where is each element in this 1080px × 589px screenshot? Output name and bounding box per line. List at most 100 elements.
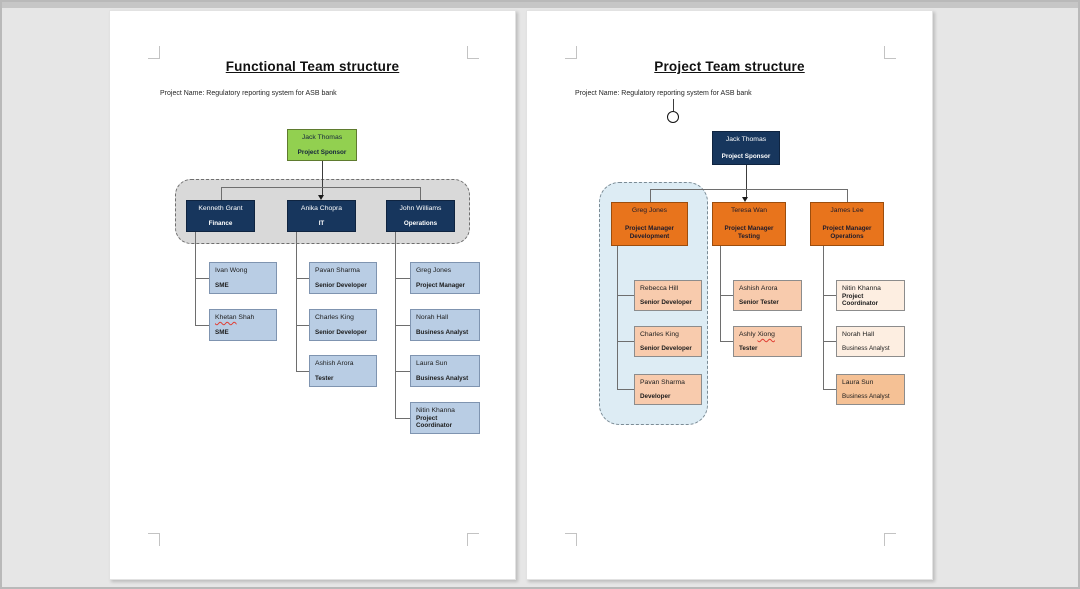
org-box-member[interactable]: Nitin Khanna Project Coordinator — [836, 280, 905, 311]
crop-mark-top-right — [467, 46, 479, 59]
person-name: Greg Jones — [416, 267, 452, 274]
org-box-manager[interactable]: Teresa Wan Project Manager Testing — [712, 202, 786, 246]
person-role: Operations — [403, 219, 438, 227]
connector-line — [221, 187, 222, 200]
person-name: Kenneth Grant — [198, 205, 243, 212]
person-name: James Lee — [830, 207, 864, 214]
person-role: Business Analyst — [842, 344, 890, 352]
crop-mark-top-right — [884, 46, 896, 59]
person-role: Senior Developer — [315, 328, 367, 336]
person-name: Khetan Shah — [215, 314, 255, 321]
project-name-line: Project Name: Regulatory reporting syste… — [160, 90, 337, 97]
person-name: Nitin Khanna — [416, 407, 455, 414]
crop-mark-bottom-right — [884, 533, 896, 546]
org-box-member[interactable]: Greg Jones Project Manager — [410, 262, 480, 294]
connector-line — [296, 232, 297, 371]
org-box-member[interactable]: Rebecca Hill Senior Developer — [634, 280, 702, 311]
person-role: Project Coordinator — [416, 414, 453, 430]
person-name: Ivan Wong — [215, 267, 248, 274]
crop-mark-bottom-left — [148, 533, 160, 546]
connector-line — [617, 389, 634, 390]
person-role: Project Manager — [625, 224, 674, 232]
person-name: Laura Sun — [842, 379, 874, 386]
connector-line — [720, 295, 733, 296]
org-box-member[interactable]: Laura Sun Business Analyst — [410, 355, 480, 387]
org-box-sponsor[interactable]: Jack Thomas Project Sponsor — [712, 131, 780, 165]
connector-line — [296, 325, 309, 326]
connector-line — [322, 161, 323, 195]
person-name: Pavan Sharma — [315, 267, 360, 274]
connector-line — [720, 246, 721, 341]
person-name: Charles King — [640, 331, 679, 338]
org-box-member[interactable]: Pavan Sharma Developer — [634, 374, 702, 405]
person-name: Charles King — [315, 314, 354, 321]
connector-line — [823, 341, 836, 342]
person-role: Tester — [315, 374, 334, 382]
connector-line — [823, 295, 836, 296]
person-name: Teresa Wan — [730, 207, 767, 214]
org-box-member[interactable]: Khetan Shah SME — [209, 309, 277, 341]
connector-line — [395, 418, 410, 419]
org-box-member[interactable]: Norah Hall Business Analyst — [410, 309, 480, 341]
person-name: Norah Hall — [842, 331, 875, 338]
person-role: Project Manager — [724, 224, 774, 232]
person-role: Business Analyst — [416, 374, 469, 382]
person-role: Senior Developer — [315, 281, 367, 289]
person-name: Pavan Sharma — [640, 379, 685, 386]
org-box-member[interactable]: Nitin Khanna Project Coordinator — [410, 402, 480, 434]
project-name-line: Project Name: Regulatory reporting syste… — [575, 90, 752, 97]
person-name: Ashly Xiong — [739, 331, 775, 338]
circle-shape-stem — [673, 99, 674, 111]
org-box-sponsor[interactable]: Jack Thomas Project Sponsor — [287, 129, 357, 161]
person-role: Project Sponsor — [721, 152, 771, 160]
connector-line — [420, 187, 421, 200]
person-role: Project Sponsor — [297, 148, 347, 156]
person-role: Senior Developer — [640, 344, 692, 352]
person-role: Project Coordinator — [842, 292, 879, 308]
person-name: Jack Thomas — [301, 134, 343, 141]
org-box-member[interactable]: Laura Sun Business Analyst — [836, 374, 905, 405]
crop-mark-top-left — [148, 46, 160, 59]
person-role: SME — [215, 281, 229, 289]
person-name: Anika Chopra — [300, 205, 343, 212]
person-role: Tester — [739, 344, 758, 352]
connector-line — [296, 371, 309, 372]
org-box-manager[interactable]: James Lee Project Manager Operations — [810, 202, 884, 246]
empty-circle-shape[interactable] — [667, 111, 679, 123]
page-project-team: Project Team structure Project Name: Reg… — [526, 10, 933, 580]
org-box-member[interactable]: Ashish Arora Tester — [309, 355, 377, 387]
person-role: IT — [318, 219, 325, 227]
misspelled-word: Xiong — [757, 331, 775, 338]
org-box-manager[interactable]: Anika Chopra IT — [287, 200, 356, 232]
person-name: Rebecca Hill — [640, 285, 679, 292]
org-box-member[interactable]: Pavan Sharma Senior Developer — [309, 262, 377, 294]
connector-line — [823, 246, 824, 389]
person-role: Senior Tester — [739, 298, 779, 306]
person-role: Developer — [640, 392, 671, 400]
misspelled-word: Khetan — [215, 314, 237, 321]
connector-line — [617, 295, 634, 296]
connector-line — [395, 278, 410, 279]
person-dept: Testing — [738, 232, 760, 240]
person-name: Nitin Khanna — [842, 285, 881, 292]
top-band — [2, 2, 1078, 8]
org-box-member[interactable]: Ivan Wong SME — [209, 262, 277, 294]
org-box-member[interactable]: Charles King Senior Developer — [634, 326, 702, 357]
person-name: Ashish Arora — [739, 285, 778, 292]
org-box-manager[interactable]: Kenneth Grant Finance — [186, 200, 255, 232]
person-role: Business Analyst — [416, 328, 469, 336]
connector-line — [617, 341, 634, 342]
connector-line — [823, 389, 836, 390]
connector-line — [720, 341, 733, 342]
arrow-head-icon — [742, 197, 748, 202]
org-box-member[interactable]: Charles King Senior Developer — [309, 309, 377, 341]
org-box-member[interactable]: Norah Hall Business Analyst — [836, 326, 905, 357]
org-box-member[interactable]: Ashish Arora Senior Tester — [733, 280, 802, 311]
page-functional-team: Functional Team structure Project Name: … — [109, 10, 516, 580]
connector-line — [847, 189, 848, 202]
page-title: Functional Team structure — [225, 59, 400, 74]
org-box-manager[interactable]: Greg Jones Project Manager Development — [611, 202, 688, 246]
org-box-member[interactable]: Ashly Xiong Tester — [733, 326, 802, 357]
org-box-manager[interactable]: John Williams Operations — [386, 200, 455, 232]
